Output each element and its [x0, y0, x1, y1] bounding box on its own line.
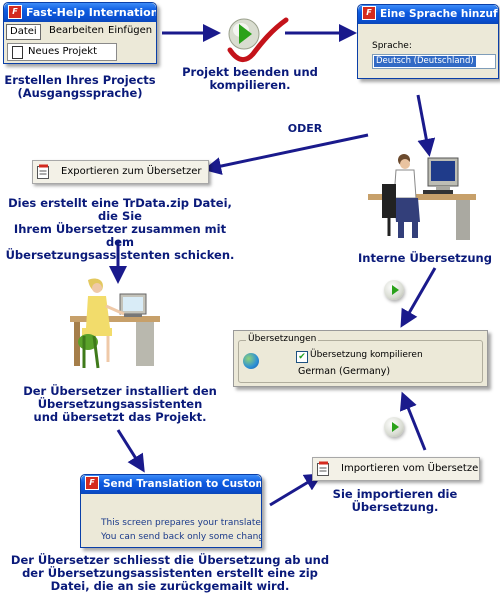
app-menu-bar: Datei Bearbeiten Einfügen: [4, 22, 156, 40]
app-window: F Fast-Help International Datei Bearbeite…: [3, 2, 157, 64]
menu-datei[interactable]: Datei: [6, 24, 41, 40]
add-language-title-bar: F Eine Sprache hinzufügen: [358, 5, 498, 24]
fast-help-logo-icon: F: [8, 5, 22, 19]
translator-illustration: [68, 276, 163, 374]
arrow-import-to-panel: [399, 391, 427, 451]
language-select[interactable]: Deutsch (Deutschland): [372, 54, 496, 69]
send-translation-line-1: This screen prepares your translated: [101, 518, 262, 528]
translations-group-label: Übersetzungen: [246, 334, 319, 344]
import-icon: [317, 461, 330, 476]
compile-icon: [220, 10, 290, 65]
arrow-language-to-internal: [416, 94, 436, 157]
app-title-bar: F Fast-Help International: [4, 3, 156, 22]
caption-translator: Der Übersetzer installiert den Übersetzu…: [23, 384, 217, 424]
send-translation-line-2: You can send back only some chang: [101, 532, 262, 542]
continue-icon: [384, 280, 404, 300]
send-translation-title-bar: F Send Translation to Customer: [81, 475, 261, 494]
caption-import: Sie importieren die Übersetzung.: [332, 487, 458, 514]
app-title: Fast-Help International: [26, 6, 156, 19]
export-icon: [37, 164, 50, 179]
arrow-internal-to-panel: [400, 267, 437, 328]
fast-help-logo-icon: F: [362, 6, 376, 20]
new-project-label: Neues Projekt: [28, 46, 98, 57]
caption-export: Dies erstellt eine TrData.zip Datei, die…: [5, 196, 235, 262]
new-document-icon: [12, 46, 23, 59]
arrow-translator-to-send: [116, 429, 145, 473]
send-translation-window: F Send Translation to Customer This scree…: [80, 474, 262, 548]
menu-bearbeiten[interactable]: Bearbeiten: [49, 25, 104, 36]
translations-group-box: [238, 340, 483, 383]
export-to-translator-button[interactable]: Exportieren zum Übersetzer: [32, 160, 209, 184]
continue-icon: [384, 417, 404, 437]
fast-help-logo-icon: F: [85, 476, 99, 490]
import-button-label: Importieren vom Übersetze: [341, 463, 479, 474]
caption-create-project: Erstellen Ihres Projects (Ausgangssprach…: [4, 73, 156, 100]
arrow-send-to-import: [269, 473, 323, 507]
translations-panel: Übersetzungen ✔ Übersetzung kompilieren …: [233, 330, 488, 387]
new-project-menu-item[interactable]: Neues Projekt: [7, 43, 117, 61]
import-from-translator-button[interactable]: Importieren vom Übersetze: [312, 457, 480, 481]
caption-compile: Projekt beenden und kompilieren.: [182, 65, 318, 92]
globe-icon: [243, 353, 259, 369]
compile-checkbox[interactable]: ✔: [296, 351, 308, 363]
caption-internal: Interne Übersetzung: [358, 251, 492, 265]
label-oder: ODER: [287, 122, 323, 135]
export-button-label: Exportieren zum Übersetzer: [61, 166, 202, 177]
arrow-language-to-export: [203, 133, 369, 175]
compile-checkbox-label: Übersetzung kompilieren: [310, 350, 423, 360]
add-language-window: F Eine Sprache hinzufügen Sprache: Deutsc…: [357, 4, 499, 79]
caption-final: Der Übersetzer schliesst die Übersetzung…: [10, 553, 330, 593]
internal-translator-illustration: [368, 148, 478, 244]
add-language-title: Eine Sprache hinzufügen: [380, 8, 498, 20]
send-translation-title: Send Translation to Customer: [103, 478, 261, 490]
language-select-value: Deutsch (Deutschland): [374, 56, 476, 67]
translation-language: German (Germany): [298, 366, 391, 377]
language-field-label: Sprache:: [372, 41, 412, 51]
menu-einfuegen[interactable]: Einfügen: [108, 25, 153, 36]
